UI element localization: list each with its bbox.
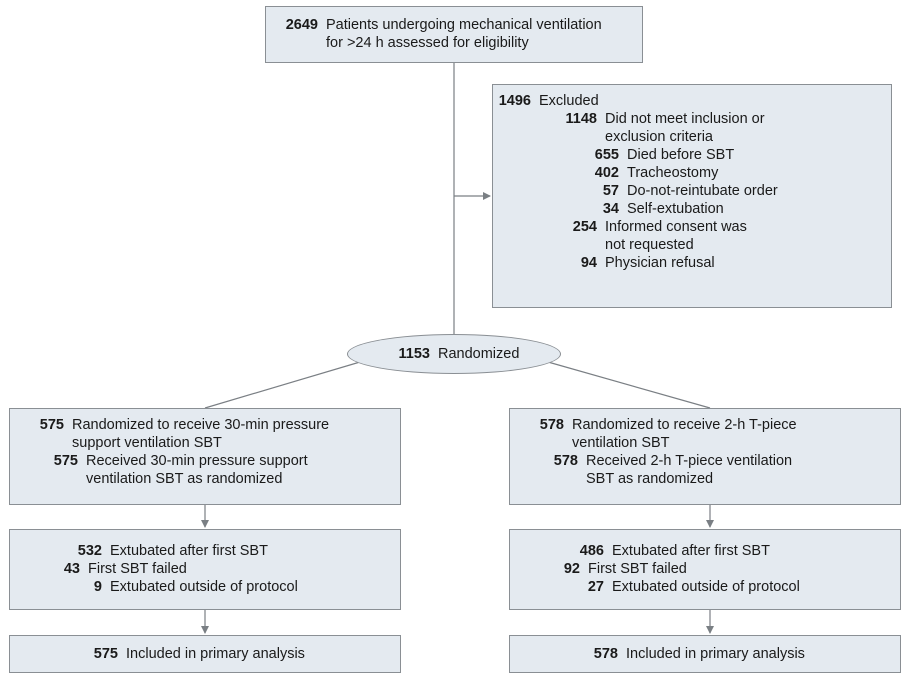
excluded-reason-text: Do-not-reintubate order: [627, 183, 778, 199]
excluded-reason-count: 402: [594, 165, 619, 181]
allocation-entry-count: 578: [539, 417, 564, 433]
excluded-reason-text: Tracheostomy: [627, 165, 719, 181]
allocation-entry-text: ventilation SBT: [572, 435, 670, 451]
excluded-box: 1496 Excluded 1148 Did not meet inclusion o…: [492, 84, 892, 308]
allocation-box-left: 575 Randomized to receive 30-min pressure…: [9, 408, 401, 505]
outcome-entry-text: Extubated outside of protocol: [612, 579, 800, 595]
analysis-entry-count: 578: [593, 646, 618, 662]
excluded-reason-text: Self-extubation: [627, 201, 724, 217]
randomized-node: 1153 Randomized: [347, 334, 561, 374]
excluded-label: Excluded: [539, 93, 599, 109]
excluded-reason-count: 34: [602, 201, 619, 217]
allocation-entry-text: Received 30-min pressure support: [86, 453, 308, 469]
excluded-count: 1496: [498, 93, 531, 109]
outcome-box-left: 532 Extubated after first SBT 43 First SBT …: [9, 529, 401, 610]
excluded-reason-text: Did not meet inclusion or: [605, 111, 765, 127]
outcome-entry-text: Extubated outside of protocol: [110, 579, 298, 595]
allocation-entry-text: Received 2-h T-piece ventilation: [586, 453, 793, 469]
outcome-entry-count: 532: [77, 543, 102, 559]
analysis-box-right: 578 Included in primary analysis: [509, 635, 901, 673]
outcome-entry-count: 27: [587, 579, 604, 595]
allocation-entry-count: 578: [553, 453, 578, 469]
eligibility-text: for >24 h assessed for eligibility: [326, 35, 529, 51]
analysis-entry-text: Included in primary analysis: [126, 646, 305, 662]
randomized-label: Randomized: [438, 346, 520, 362]
excluded-reason-text: exclusion criteria: [605, 129, 713, 145]
randomized-count: 1153: [398, 346, 430, 362]
outcome-entry-text: Extubated after first SBT: [612, 543, 770, 559]
eligibility-count: 2649: [285, 17, 318, 33]
excluded-reason-count: 254: [572, 219, 597, 235]
allocation-entry-count: 575: [39, 417, 64, 433]
outcome-box-right: 486 Extubated after first SBT 92 First SBT …: [509, 529, 901, 610]
outcome-entry-text: First SBT failed: [88, 561, 187, 577]
allocation-entry-count: 575: [53, 453, 78, 469]
outcome-entry-count: 92: [563, 561, 580, 577]
outcome-entry-count: 486: [579, 543, 604, 559]
allocation-entry-text: support ventilation SBT: [72, 435, 222, 451]
analysis-box-left: 575 Included in primary analysis: [9, 635, 401, 673]
line-randomized-to-left-arm: [204, 361, 361, 409]
outcome-entry-text: First SBT failed: [588, 561, 687, 577]
allocation-entry-text: Randomized to receive 2-h T-piece: [572, 417, 797, 433]
allocation-entry-text: SBT as randomized: [586, 471, 714, 487]
excluded-reason-text: Physician refusal: [605, 255, 715, 271]
allocation-entry-text: ventilation SBT as randomized: [86, 471, 283, 487]
excluded-reason-text: Died before SBT: [627, 147, 735, 163]
analysis-entry-count: 575: [93, 646, 118, 662]
excluded-reason-count: 57: [602, 183, 619, 199]
outcome-entry-text: Extubated after first SBT: [110, 543, 268, 559]
analysis-entry-text: Included in primary analysis: [626, 646, 805, 662]
eligibility-text: Patients undergoing mechanical ventilati…: [326, 17, 602, 33]
outcome-entry-count: 9: [93, 579, 102, 595]
outcome-entry-count: 43: [63, 561, 80, 577]
excluded-reason-text: Informed consent was: [605, 219, 747, 235]
allocation-entry-text: Randomized to receive 30-min pressure: [72, 417, 330, 433]
excluded-reason-text: not requested: [605, 237, 694, 253]
excluded-reason-count: 94: [580, 255, 597, 271]
excluded-reason-count: 655: [594, 147, 619, 163]
allocation-box-right: 578 Randomized to receive 2-h T-piece vent…: [509, 408, 901, 505]
line-randomized-to-right-arm: [547, 361, 711, 409]
eligibility-box: 2649 Patients undergoing mechanical venti…: [265, 6, 643, 63]
excluded-reason-count: 1148: [565, 111, 597, 127]
